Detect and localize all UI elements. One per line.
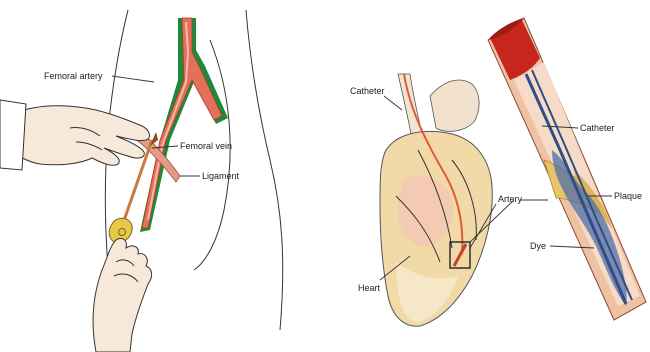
thigh-outline [246,10,283,330]
dye-label: Dye [530,241,546,251]
femoral-vein-label: Femoral vein [180,141,232,151]
lower-hand [93,238,152,352]
heart-label: Heart [358,283,381,293]
femoral-access-illustration: Femoral artery Femoral vein Ligament [0,10,283,352]
upper-hand-cuff [0,100,26,170]
heart-catheter-illustration: Catheter Heart Artery Catheter Plaque Dy… [350,18,646,326]
catheter-in-artery-2 [532,70,632,300]
catheter-right-label: Catheter [580,123,615,133]
plaque-label: Plaque [614,191,642,201]
catheter-left-leader [384,96,402,110]
great-vessels [430,80,479,131]
catheter-in-artery [526,74,626,304]
ligament-label: Ligament [202,171,240,181]
upper-hand [12,106,149,166]
femoral-artery-leader [112,76,154,82]
catheter-left-label: Catheter [350,86,385,96]
artery-label: Artery [498,194,523,204]
femoral-artery-label: Femoral artery [44,71,103,81]
